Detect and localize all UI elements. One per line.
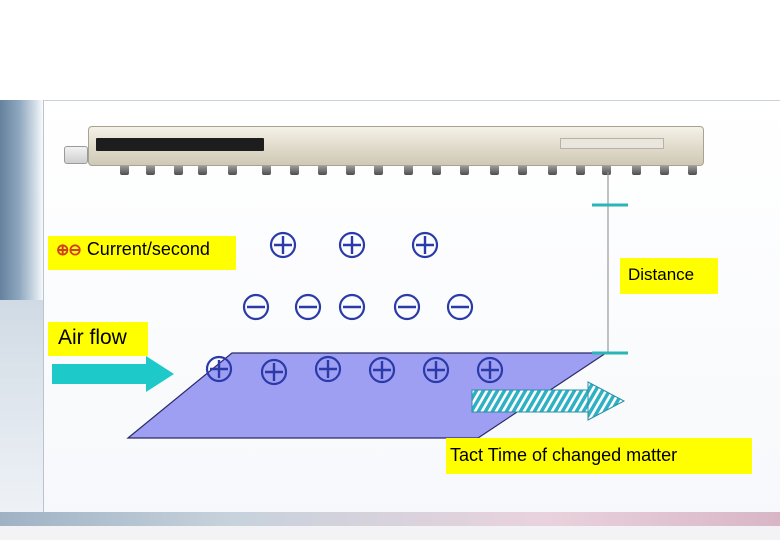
emitter-nozzle <box>576 166 585 175</box>
ionizer-label-strip <box>96 138 264 151</box>
positive-ion-icon <box>314 355 342 383</box>
negative-ion-icon <box>242 293 270 321</box>
emitter-nozzle <box>460 166 469 175</box>
emitter-nozzle <box>290 166 299 175</box>
positive-ion-icon <box>269 231 297 259</box>
emitter-nozzle <box>318 166 327 175</box>
emitter-nozzle <box>228 166 237 175</box>
air-connector <box>64 146 88 164</box>
positive-ion-icon <box>422 356 450 384</box>
emitter-nozzle <box>146 166 155 175</box>
tact-time-label: Tact Time of changed matter <box>446 438 752 474</box>
emitter-nozzle <box>490 166 499 175</box>
emitter-nozzle <box>198 166 207 175</box>
striped-arrow-right-icon <box>471 381 626 421</box>
ionizer-warning-label <box>560 138 664 149</box>
emitter-nozzle <box>660 166 669 175</box>
emitter-nozzle <box>632 166 641 175</box>
emitter-nozzle <box>518 166 527 175</box>
negative-ion-icon <box>446 293 474 321</box>
emitter-nozzle <box>432 166 441 175</box>
emitter-nozzle <box>346 166 355 175</box>
positive-ion-icon <box>411 231 439 259</box>
emitter-nozzle <box>120 166 129 175</box>
ion-charge-icon: ⊕⊖ <box>56 242 82 259</box>
emitter-nozzle <box>174 166 183 175</box>
emitter-nozzle <box>548 166 557 175</box>
bottom-footer <box>0 526 780 540</box>
emitter-nozzle <box>374 166 383 175</box>
negative-ion-icon <box>338 293 366 321</box>
current-text: Current/second <box>86 239 210 259</box>
distance-bracket-icon <box>592 172 628 355</box>
air-flow-label: Air flow <box>48 322 148 356</box>
positive-ion-icon <box>205 355 233 383</box>
positive-ion-icon <box>260 358 288 386</box>
emitter-nozzle <box>404 166 413 175</box>
negative-ion-icon <box>393 293 421 321</box>
arrow-right-icon <box>52 356 174 392</box>
top-divider <box>44 100 780 101</box>
emitter-nozzle <box>688 166 697 175</box>
left-decoration-lower <box>0 300 44 540</box>
emitter-nozzle <box>262 166 271 175</box>
current-per-second-label: ⊕⊖Current/second <box>48 236 236 270</box>
positive-ion-icon <box>368 356 396 384</box>
left-divider <box>43 100 44 520</box>
bottom-stripe <box>0 512 780 526</box>
left-decoration <box>0 100 44 300</box>
distance-label: Distance <box>620 258 718 294</box>
negative-ion-icon <box>294 293 322 321</box>
emitter-nozzle <box>602 166 611 175</box>
positive-ion-icon <box>476 356 504 384</box>
positive-ion-icon <box>338 231 366 259</box>
